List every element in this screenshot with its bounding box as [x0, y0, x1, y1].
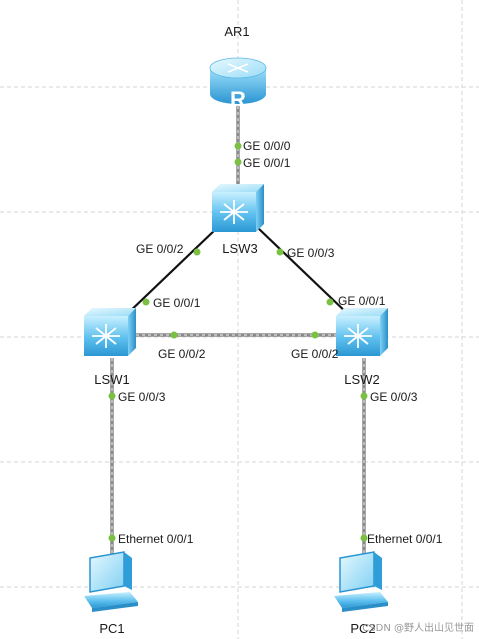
- port-dot: [276, 248, 284, 256]
- port-dot: [170, 331, 178, 339]
- svg-text:R: R: [230, 87, 246, 112]
- device-label: LSW3: [222, 241, 257, 256]
- port-label: GE 0/0/1: [243, 156, 291, 170]
- port-dot: [326, 298, 334, 306]
- pc-icon: [84, 551, 138, 612]
- device-label: LSW1: [94, 372, 129, 387]
- port-label: GE 0/0/3: [118, 390, 166, 404]
- port-dot: [108, 392, 116, 400]
- port-dot: [234, 142, 242, 150]
- port-dot: [360, 534, 368, 542]
- pc-icon: [334, 551, 388, 612]
- router-icon: R: [209, 57, 267, 112]
- watermark: CSDN @野人出山见世面: [362, 621, 474, 634]
- switch-icon: [84, 308, 136, 356]
- link-lsw3-lsw2[interactable]: [257, 227, 351, 317]
- switch-icon: [212, 184, 264, 232]
- switch-lsw2[interactable]: LSW2: [336, 308, 388, 387]
- router-ar1[interactable]: R AR1: [209, 24, 267, 112]
- port-dot: [142, 298, 150, 306]
- switch-lsw1[interactable]: LSW1: [84, 308, 136, 387]
- switch-lsw3[interactable]: LSW3: [212, 184, 264, 256]
- port-dot: [234, 158, 242, 166]
- device-label: AR1: [224, 24, 249, 39]
- port-label: GE 0/0/3: [287, 246, 335, 260]
- device-label: PC1: [99, 621, 124, 636]
- port-label: Ethernet 0/0/1: [367, 532, 443, 546]
- port-label: GE 0/0/0: [243, 139, 291, 153]
- port-label: GE 0/0/1: [338, 294, 386, 308]
- port-labels: GE 0/0/0 GE 0/0/1 GE 0/0/2 GE 0/0/1 GE 0…: [118, 139, 443, 546]
- port-label: GE 0/0/3: [370, 390, 418, 404]
- port-label: GE 0/0/2: [136, 242, 184, 256]
- port-label: GE 0/0/1: [153, 296, 201, 310]
- port-dot: [193, 248, 201, 256]
- port-dot: [108, 534, 116, 542]
- port-label: Ethernet 0/0/1: [118, 532, 194, 546]
- switch-icon: [336, 308, 388, 356]
- port-dot: [311, 331, 319, 339]
- device-label: LSW2: [344, 372, 379, 387]
- port-label: GE 0/0/2: [158, 347, 206, 361]
- links: [110, 106, 366, 562]
- port-label: GE 0/0/2: [291, 347, 339, 361]
- pc-pc1[interactable]: PC1: [84, 551, 138, 636]
- port-dot: [360, 392, 368, 400]
- pc-pc2[interactable]: PC2: [334, 551, 388, 636]
- link-lsw3-lsw1[interactable]: [124, 227, 218, 317]
- device-label: PC2: [350, 621, 375, 636]
- port-dots: [108, 142, 368, 542]
